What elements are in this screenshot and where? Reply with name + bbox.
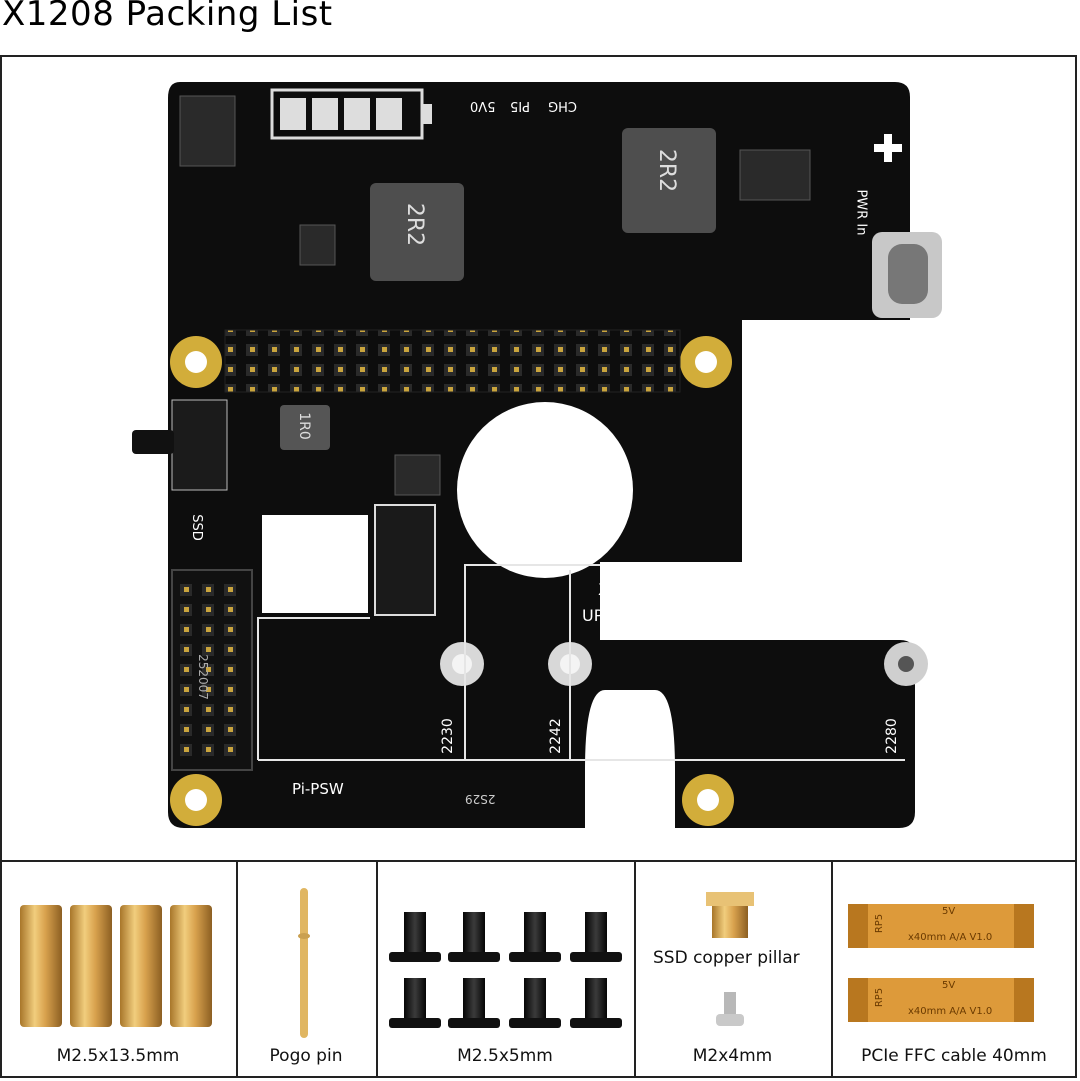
led-label-chg: CHG <box>548 98 577 113</box>
gpio-header <box>224 329 681 393</box>
cell-divider <box>376 861 378 1078</box>
board-model: X1208 V1.0 <box>598 580 692 599</box>
ffc-text-side: RP5 <box>874 987 886 1008</box>
cell-divider <box>634 861 636 1078</box>
inductor-3-label: 1R0 <box>295 412 312 440</box>
chip-text: 252007 <box>195 654 210 700</box>
inductor-1-label: 2R2 <box>402 202 428 247</box>
inductor-2-label: 2R2 <box>654 148 680 193</box>
packing-list-frame <box>0 55 1077 1078</box>
led-label-5v0: 5V0 <box>470 98 496 113</box>
item-label-standoff: M2.5x13.5mm <box>56 1046 180 1066</box>
inductors <box>280 128 716 450</box>
ffc-text-mid: x40mm A/A V1.0 <box>908 1006 993 1017</box>
m2-size-2280: 2280 <box>883 718 900 754</box>
pi-psw-label: Pi-PSW <box>292 780 344 798</box>
m2-size-2242: 2242 <box>547 718 564 754</box>
board-subtitle: UPS+M.2 NVMe <box>582 606 708 625</box>
ffc-text-top: 5V <box>942 980 956 991</box>
ssd-pillar-label: SSD copper pillar <box>653 948 800 968</box>
screws <box>389 912 622 1028</box>
frame-divider <box>0 860 1077 862</box>
silk-text: 2S29 <box>465 792 496 806</box>
led-label-pi5: PI5 <box>510 98 530 113</box>
ssd-label: SSD <box>188 514 204 541</box>
item-label-ffc-cable: PCIe FFC cable 40mm <box>861 1046 1047 1066</box>
copper-pillar <box>706 892 754 938</box>
item-label-m2-screw: M2x4mm <box>692 1046 773 1066</box>
item-label-pogo-pin: Pogo pin <box>269 1046 343 1066</box>
cell-divider <box>831 861 833 1078</box>
standoffs <box>20 905 212 1027</box>
pwr-in-label: PWR In <box>853 189 869 236</box>
ffc-cables <box>848 904 1034 1022</box>
pcb-cutout <box>457 402 633 578</box>
item-label-screw: M2.5x5mm <box>457 1046 553 1066</box>
pogo-pin <box>298 888 310 1038</box>
ffc-text-side: RP5 <box>874 913 886 934</box>
silk-lines <box>257 564 905 761</box>
pcb-window <box>262 515 368 613</box>
m2-size-2230: 2230 <box>439 718 456 754</box>
ffc-connector <box>374 504 436 616</box>
page-title: X1208 Packing List <box>2 0 333 34</box>
power-switch <box>171 399 228 491</box>
ffc-text-top: 5V <box>942 906 956 917</box>
cell-divider <box>236 861 238 1078</box>
m2-screw <box>716 992 744 1026</box>
ffc-text-mid: x40mm A/A V1.0 <box>908 932 993 943</box>
